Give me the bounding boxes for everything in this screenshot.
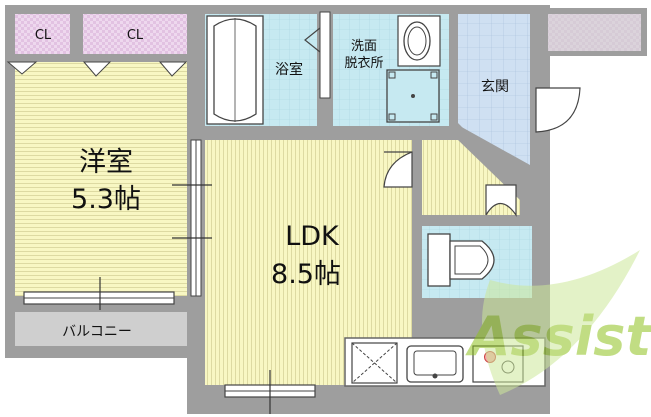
entrance-label: 玄関 (481, 78, 509, 95)
washroom (333, 14, 449, 126)
toilet-room (422, 226, 532, 298)
bath-label: 浴室 (275, 61, 303, 78)
doors (6, 11, 581, 414)
kitchen-sink (406, 345, 464, 383)
entrance (458, 14, 530, 165)
western-room-size: 5.3帖 (71, 184, 141, 215)
balcony (15, 312, 187, 346)
western-room (15, 62, 191, 296)
exterior-cutout (0, 358, 187, 417)
closet-left (15, 14, 70, 54)
washroom-label-2: 脱衣所 (344, 55, 383, 71)
outdoor-unit (541, 8, 647, 56)
ldk-size: 8.5帖 (271, 259, 341, 290)
closet-left-label: CL (35, 28, 52, 43)
closet-right (83, 14, 187, 54)
ldk-name: LDK (285, 221, 340, 252)
assist-logo: Assist (465, 250, 651, 395)
entrance-step (452, 122, 533, 203)
bathroom (205, 14, 317, 126)
closet-right-label: CL (127, 28, 144, 43)
watermark-text: Assist (465, 305, 651, 368)
western-room-name: 洋室 (79, 147, 133, 178)
washroom-label-1: 洗面 (351, 39, 377, 54)
balcony-label: バルコニー (62, 324, 132, 340)
